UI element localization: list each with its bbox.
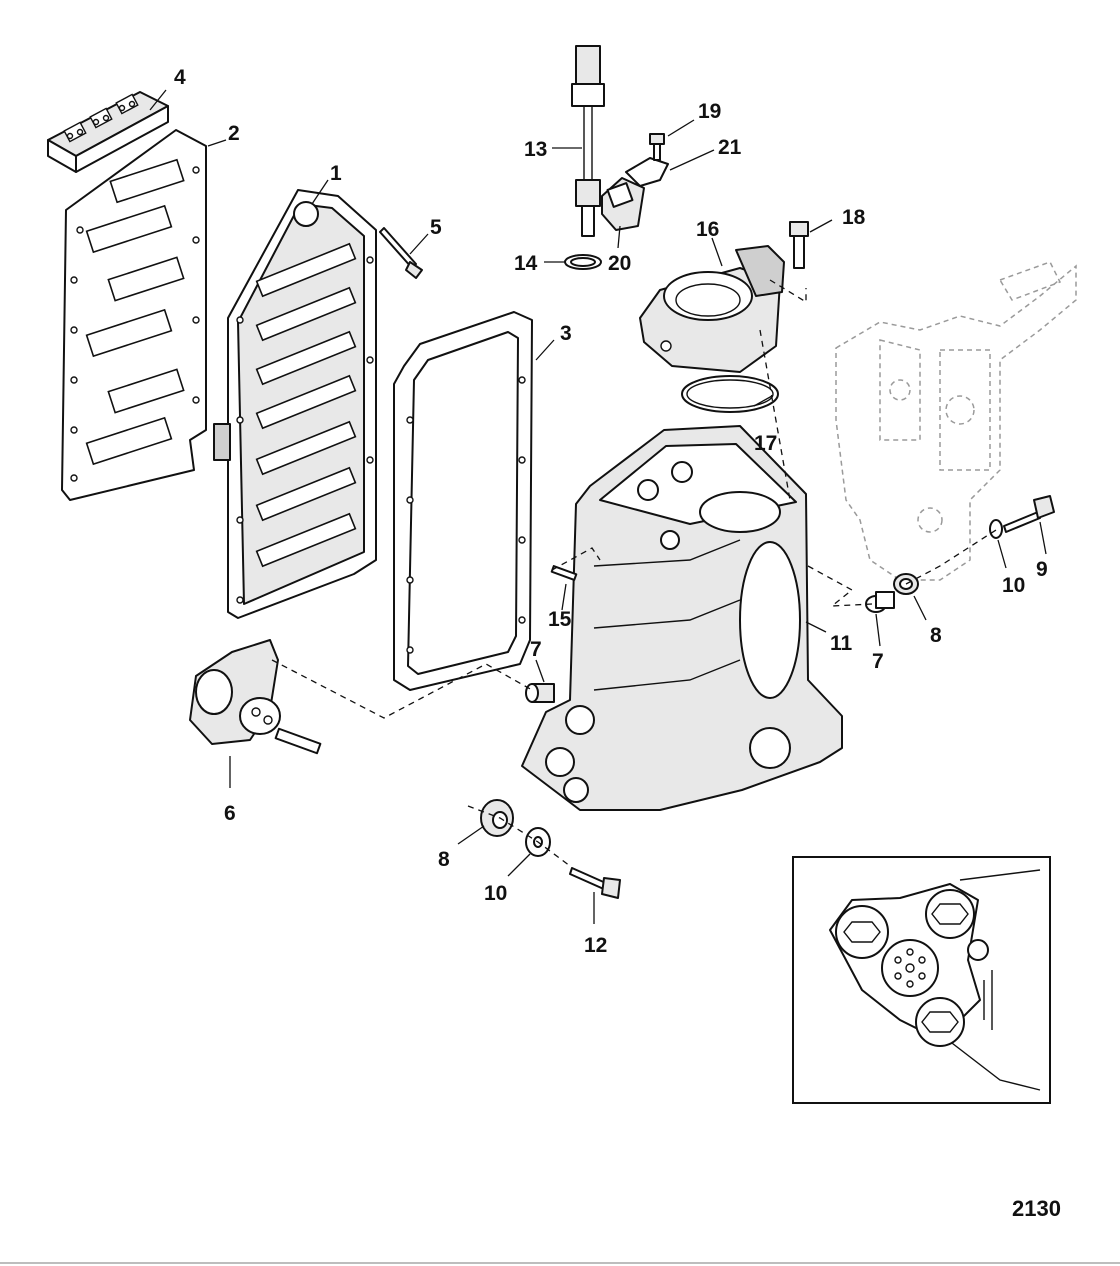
bolt-18 (789, 221, 809, 269)
leader-lines (149, 89, 1047, 924)
bolt-9 (1003, 495, 1055, 533)
page-bottom-rule (0, 1262, 1120, 1264)
temperature-sensor (571, 45, 605, 237)
callout-20: 20 (608, 252, 631, 275)
detail-inset (792, 856, 1051, 1104)
engine-block-phantom (835, 261, 1077, 581)
callout-15: 15 (548, 608, 572, 631)
callout-9: 9 (1036, 558, 1048, 581)
fuel-pump (189, 639, 322, 755)
callout-18: 18 (842, 206, 866, 229)
gasket-plate (61, 129, 207, 501)
grommet-8-lower (480, 799, 514, 837)
callout-8-lower: 8 (438, 848, 450, 871)
bolt-12 (569, 867, 621, 899)
callout-6: 6 (224, 802, 236, 825)
sleeve-7-right (865, 591, 895, 613)
callout-7-right: 7 (872, 650, 884, 673)
callout-10-right: 10 (1002, 574, 1025, 597)
figure-number: 2130 (1012, 1196, 1061, 1221)
intake-gasket (393, 311, 533, 691)
callout-13: 13 (524, 138, 547, 161)
adaptor-plate (213, 189, 377, 619)
callout-8-right: 8 (930, 624, 942, 647)
callout-7-left: 7 (530, 638, 542, 661)
callout-12: 12 (584, 934, 607, 957)
screw-5 (379, 227, 423, 279)
intake-manifold (521, 425, 843, 811)
throttle-body (639, 245, 785, 373)
callout-10-lower: 10 (484, 882, 507, 905)
sleeve-7-left (525, 683, 555, 703)
callout-5: 5 (430, 216, 442, 239)
assembly-dashed-lines (271, 279, 997, 867)
callout-2: 2 (228, 122, 240, 145)
callout-14: 14 (514, 252, 538, 275)
o-ring-large (681, 375, 779, 413)
callout-1: 1 (330, 162, 342, 185)
callout-11: 11 (830, 632, 853, 655)
callout-4: 4 (174, 66, 186, 89)
callout-19: 19 (698, 100, 721, 123)
washer-10-right (989, 519, 1003, 539)
sensor-bracket (625, 157, 669, 187)
callout-16: 16 (696, 218, 719, 241)
screw-19 (649, 133, 665, 161)
callout-17: 17 (754, 432, 777, 455)
reed-block-assembly (47, 91, 169, 173)
callout-labels: 4 2 1 5 3 6 7 7 8 8 9 10 10 11 12 13 14 … (174, 66, 1048, 957)
map-sensor (601, 177, 645, 231)
callout-21: 21 (718, 136, 742, 159)
callout-3: 3 (560, 322, 572, 345)
